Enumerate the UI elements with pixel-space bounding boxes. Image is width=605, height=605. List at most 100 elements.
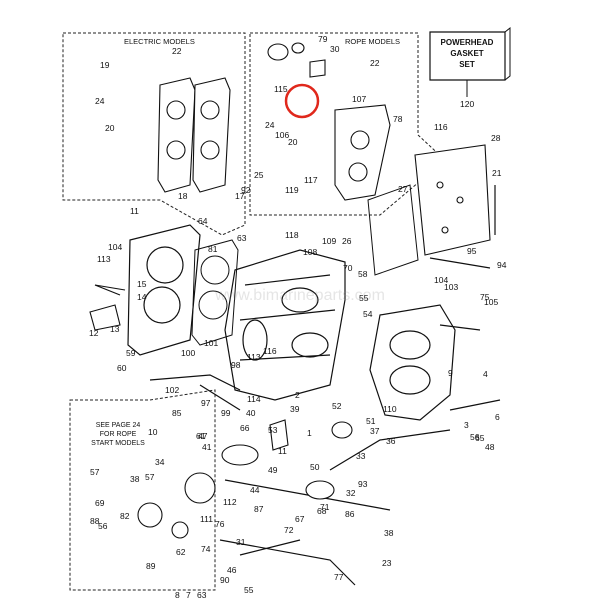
part-number-label: 67 <box>295 514 305 524</box>
part-number-label: 62 <box>176 547 186 557</box>
part-number-label: 3 <box>464 420 469 430</box>
part-number-label: 52 <box>332 401 342 411</box>
part-number-label: 37 <box>370 426 380 436</box>
part-number-label: 44 <box>250 485 260 495</box>
part-number-label: 75 <box>480 292 490 302</box>
part-number-label: 93 <box>358 479 368 489</box>
part-number-label: 68 <box>317 506 327 516</box>
part-number-label: 101 <box>204 338 218 348</box>
part-number-label: 70 <box>343 263 353 273</box>
part-number-label: 19 <box>100 60 110 70</box>
part-number-label: 63 <box>197 590 207 600</box>
part-number-label: 107 <box>352 94 366 104</box>
part-number-label: 56 <box>470 432 480 442</box>
part-number-label: 108 <box>303 247 317 257</box>
part-number-label: 85 <box>172 408 182 418</box>
part-number-label: 32 <box>346 488 356 498</box>
part-number-label: 31 <box>236 537 246 547</box>
part-number-label: 74 <box>201 544 211 554</box>
part-number-label: 38 <box>130 474 140 484</box>
part-number-label: 33 <box>356 451 366 461</box>
part-number-label: 97 <box>201 398 211 408</box>
part-number-label: 41 <box>202 442 212 452</box>
part-number-label: 17 <box>235 191 245 201</box>
part-number-label: 10 <box>148 427 158 437</box>
part-number-label: 48 <box>485 442 495 452</box>
part-number-label: 12 <box>89 328 99 338</box>
watermark-text: www.bimarineparts.com <box>214 287 385 304</box>
part-number-label: 7 <box>186 590 191 600</box>
part-number-label: 54 <box>363 309 373 319</box>
part-number-label: 100 <box>181 348 195 358</box>
gasket-set-number: 120 <box>460 99 474 109</box>
cylinder-head-cover <box>127 224 201 356</box>
part-number-label: 57 <box>145 472 155 482</box>
part-number-label: 114 <box>247 394 261 404</box>
part-number-label: 113 <box>247 352 261 362</box>
part-number-label: 56 <box>98 521 108 531</box>
part-number-label: 51 <box>366 416 376 426</box>
part-number-label: 71 <box>320 502 330 512</box>
exhaust-cover-electric <box>157 77 231 193</box>
part-number-label: 104 <box>108 242 122 252</box>
part-number-label: 103 <box>444 282 458 292</box>
see-page-note-3: START MODELS <box>91 440 145 447</box>
part-number-label: 13 <box>110 324 120 334</box>
electric-models-frame <box>62 32 246 236</box>
part-number-label: 117 <box>304 175 318 185</box>
part-number-label: 88 <box>90 516 100 526</box>
part-number-label: 22 <box>370 58 380 68</box>
part-number-label: 20 <box>105 123 115 133</box>
part-number-label: 11 <box>278 446 287 456</box>
electric-models-title: ELECTRIC MODELS <box>124 37 195 46</box>
part-number-label: 58 <box>358 269 368 279</box>
part-number-label: 106 <box>275 130 289 140</box>
gasket-box-line2: GASKET <box>450 49 483 58</box>
part-number-label: 53 <box>268 425 278 435</box>
part-number-label: 59 <box>126 348 136 358</box>
part-number-label: 2 <box>295 390 300 400</box>
part-number-label: 81 <box>208 244 218 254</box>
rope-thermostat-cover <box>334 104 391 201</box>
part-number-label: 98 <box>231 360 241 370</box>
cylinder-block <box>224 249 346 401</box>
part-number-label: 87 <box>254 504 264 514</box>
part-number-label: 15 <box>137 279 147 289</box>
part-number-label: 34 <box>155 457 165 467</box>
part-number-label: 69 <box>95 498 105 508</box>
transfer-port-cover <box>414 144 491 256</box>
part-number-label: 95 <box>467 246 477 256</box>
part-number-label: 1 <box>307 428 312 438</box>
part-number-label: 50 <box>310 462 320 472</box>
part-number-label: 72 <box>284 525 294 535</box>
part-number-label: 92 <box>241 185 251 195</box>
linkage-rods <box>149 374 451 586</box>
crankcase-half <box>369 304 456 421</box>
part-number-label: 61 <box>196 431 206 441</box>
part-number-label: 110 <box>383 404 397 414</box>
part-number-label: 26 <box>342 236 352 246</box>
part-number-label: 78 <box>393 114 403 124</box>
part-number-label: 38 <box>384 528 394 538</box>
gasket-box-line3: SET <box>459 60 475 69</box>
part-number-label: 46 <box>227 565 237 575</box>
part-number-label: 30 <box>330 44 340 54</box>
part-number-label: 36 <box>386 436 396 446</box>
part-number-label: 112 <box>223 497 237 507</box>
part-number-label: 23 <box>382 558 392 568</box>
part-number-label: 40 <box>246 408 256 418</box>
part-number-label: 64 <box>198 216 208 226</box>
side-gasket <box>367 184 419 276</box>
part-number-label: 119 <box>285 185 299 195</box>
bolts <box>94 185 501 411</box>
see-page-note-1: SEE PAGE 24 <box>96 422 141 429</box>
gasket-set-box: POWERHEAD GASKET SET 120 <box>429 26 511 109</box>
starter-components <box>137 419 289 539</box>
part-number-label: 104 <box>434 275 448 285</box>
part-number-label: 8 <box>175 590 180 600</box>
gasket-box-line1: POWERHEAD <box>441 38 494 47</box>
part-number-label: 60 <box>117 363 127 373</box>
part-number-label: 90 <box>220 575 230 585</box>
